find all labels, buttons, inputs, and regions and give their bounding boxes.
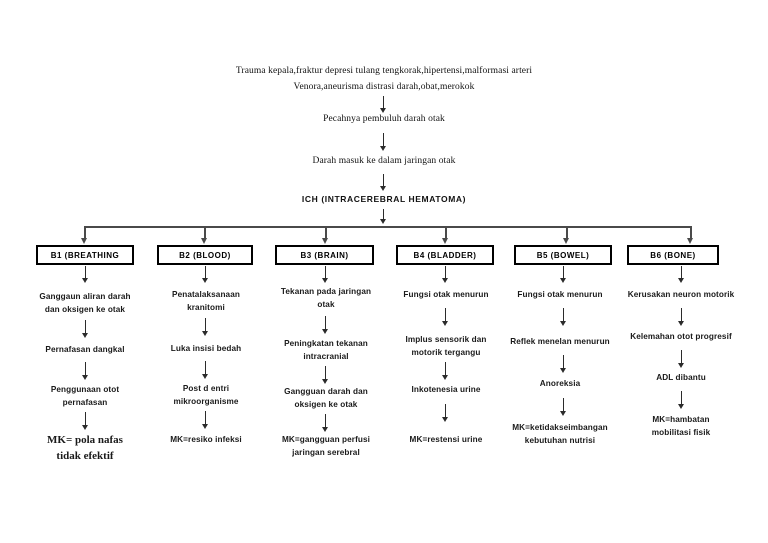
- arrow-blood-3-4: [200, 411, 211, 431]
- arrow-ich-to-bus: [378, 209, 389, 226]
- box-b4-bladder[interactable]: B4 (BLADDER): [396, 245, 494, 265]
- step-breathing-diagnosis: MK= pola nafas tidak efektif: [47, 434, 123, 462]
- step-bowel-diagnosis: MK=ketidakseimbangan kebutuhan nutrisi: [512, 423, 608, 445]
- arrow-bone-3-4: [676, 391, 687, 411]
- box-b2-blood[interactable]: B2 (BLOOD): [157, 245, 253, 265]
- arrow-bone-2-3: [676, 350, 687, 370]
- arrow-bowel-3-4: [558, 398, 569, 418]
- step-blood-2: Luka insisi bedah: [170, 344, 242, 353]
- bus-drop-6: [690, 226, 692, 240]
- arrow-brain-1-2: [320, 316, 331, 336]
- arrow-bladder-2-3: [440, 362, 451, 382]
- arrow-breathing-1-2: [80, 320, 91, 340]
- etiology-line-1: Trauma kepala,fraktur depresi tulang ten…: [235, 66, 533, 76]
- box-b3-brain[interactable]: B3 (BRAIN): [275, 245, 374, 265]
- step-blood-3: Post d entri mikroorganisme: [173, 384, 239, 406]
- step-bladder-3: Inkotenesia urine: [411, 385, 481, 394]
- etiology-line-2: Venora,aneurisma distrasi darah,obat,mer…: [293, 82, 475, 92]
- step-breathing-1: Ganggaun aliran darah dan oksigen ke ota…: [39, 292, 131, 314]
- bus-arrowhead-6: [687, 238, 693, 244]
- step-brain-diagnosis: MK=gangguan perfusi jaringan serebral: [281, 435, 371, 457]
- bus-arrowhead-5: [563, 238, 569, 244]
- step-blood-diagnosis: MK=resiko infeksi: [170, 435, 242, 444]
- trunk-step-rupture: Pecahnya pembuluh darah otak: [323, 114, 445, 124]
- bus-drop-1: [84, 226, 86, 240]
- arrow-brain-2-3: [320, 366, 331, 386]
- arrow-b2-to-step1: [200, 266, 211, 285]
- step-brain-3: Gangguan darah dan oksigen ke otak: [284, 387, 368, 409]
- step-bone-1: Kerusakan neuron motorik: [627, 290, 735, 299]
- arrow-bowel-1-2: [558, 308, 569, 328]
- step-bowel-3: Anoreksia: [539, 379, 581, 388]
- bus-drop-4: [445, 226, 447, 240]
- bus-arrowhead-4: [442, 238, 448, 244]
- arrow-bladder-3-4: [440, 404, 451, 424]
- step-bowel-1: Fungsi otak menurun: [517, 290, 603, 299]
- bus-arrowhead-3: [322, 238, 328, 244]
- bus-drop-3: [325, 226, 327, 240]
- box-b1-breathing[interactable]: B1 (BREATHING: [36, 245, 134, 265]
- step-bladder-2: Implus sensorik dan motorik tergangu: [405, 335, 487, 357]
- distribution-bus: [84, 226, 691, 228]
- bus-arrowhead-2: [201, 238, 207, 244]
- trunk-step-blood-entry: Darah masuk ke dalam jaringan otak: [312, 156, 456, 166]
- step-breathing-3: Penggunaan otot pernafasan: [50, 385, 120, 407]
- step-bone-diagnosis: MK=hambatan mobilitasi fisik: [651, 415, 711, 437]
- arrow-b6-to-step1: [676, 266, 687, 285]
- step-bone-2: Kelemahan otot progresif: [630, 332, 732, 341]
- arrow-blood-entry-to-ich: [378, 174, 389, 193]
- bus-drop-5: [566, 226, 568, 240]
- step-bowel-2: Reflek menelan menurun: [510, 337, 610, 346]
- step-bladder-diagnosis: MK=restensi urine: [409, 435, 483, 444]
- arrow-b1-to-step1: [80, 266, 91, 285]
- arrow-bladder-1-2: [440, 308, 451, 328]
- arrow-rupture-to-blood-entry: [378, 133, 389, 153]
- arrow-breathing-3-4: [80, 412, 91, 432]
- box-b5-bowel[interactable]: B5 (BOWEL): [514, 245, 612, 265]
- arrow-b3-to-step1: [320, 266, 331, 285]
- step-brain-2: Peningkatan tekanan intracranial: [284, 339, 368, 361]
- arrow-etiology-to-rupture: [378, 96, 389, 114]
- arrow-blood-1-2: [200, 318, 211, 338]
- arrow-breathing-2-3: [80, 362, 91, 382]
- arrow-blood-2-3: [200, 361, 211, 381]
- arrow-brain-3-4: [320, 414, 331, 434]
- bus-drop-2: [204, 226, 206, 240]
- arrow-b5-to-step1: [558, 266, 569, 285]
- step-bladder-1: Fungsi otak menurun: [403, 290, 489, 299]
- step-blood-1: Penatalaksanaan kranitomi: [172, 290, 240, 312]
- box-b6-bone[interactable]: B6 (BONE): [627, 245, 719, 265]
- ich-label: ICH (INTRACEREBRAL HEMATOMA): [301, 194, 467, 204]
- arrow-bowel-2-3: [558, 355, 569, 375]
- step-breathing-2: Pernafasan dangkal: [45, 345, 125, 354]
- bus-arrowhead-1: [81, 238, 87, 244]
- arrow-b4-to-step1: [440, 266, 451, 285]
- step-brain-1: Tekanan pada jaringan otak: [280, 287, 372, 309]
- arrow-bone-1-2: [676, 308, 687, 328]
- step-bone-3: ADL dibantu: [656, 373, 706, 382]
